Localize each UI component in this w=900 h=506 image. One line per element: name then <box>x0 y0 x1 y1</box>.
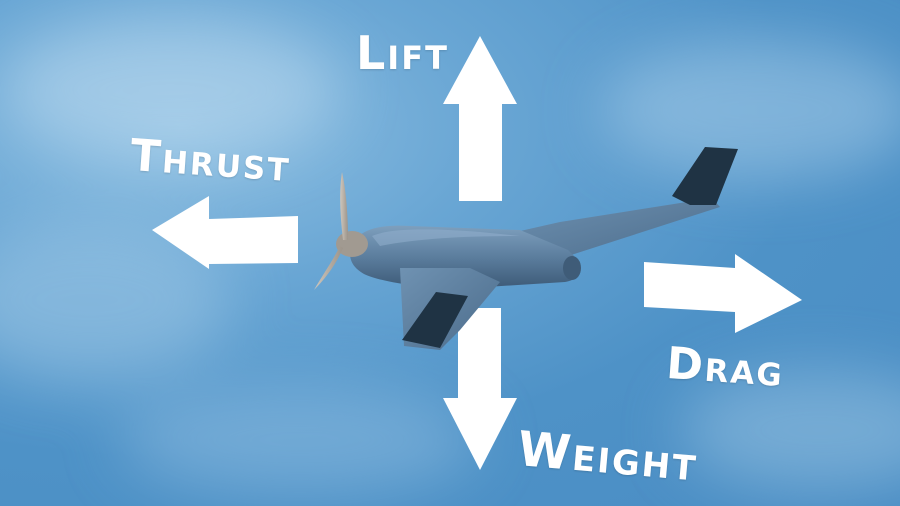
propeller-blade <box>314 246 343 290</box>
far-winglet <box>672 147 738 205</box>
cloud <box>680 370 900 490</box>
cloud <box>600 40 900 180</box>
near-winglet <box>402 292 468 348</box>
weight-arrow <box>443 308 517 470</box>
cloud <box>0 220 230 380</box>
weight-label: Weight <box>515 421 701 493</box>
drag-arrow <box>644 254 802 333</box>
thrust-arrow <box>152 196 298 269</box>
propeller-spinner <box>336 231 368 257</box>
exhaust-nozzle <box>563 256 581 280</box>
lift-label: Lift <box>356 26 449 80</box>
lift-arrow <box>443 36 517 201</box>
cloud <box>120 385 480 495</box>
thrust-label: Thrust <box>128 130 293 193</box>
cloud <box>0 20 340 160</box>
cloud-layer <box>0 20 900 495</box>
propeller-blade <box>340 172 348 240</box>
fuselage-highlight <box>372 229 520 246</box>
uav-aircraft <box>314 147 738 350</box>
drag-label: Drag <box>664 338 786 398</box>
